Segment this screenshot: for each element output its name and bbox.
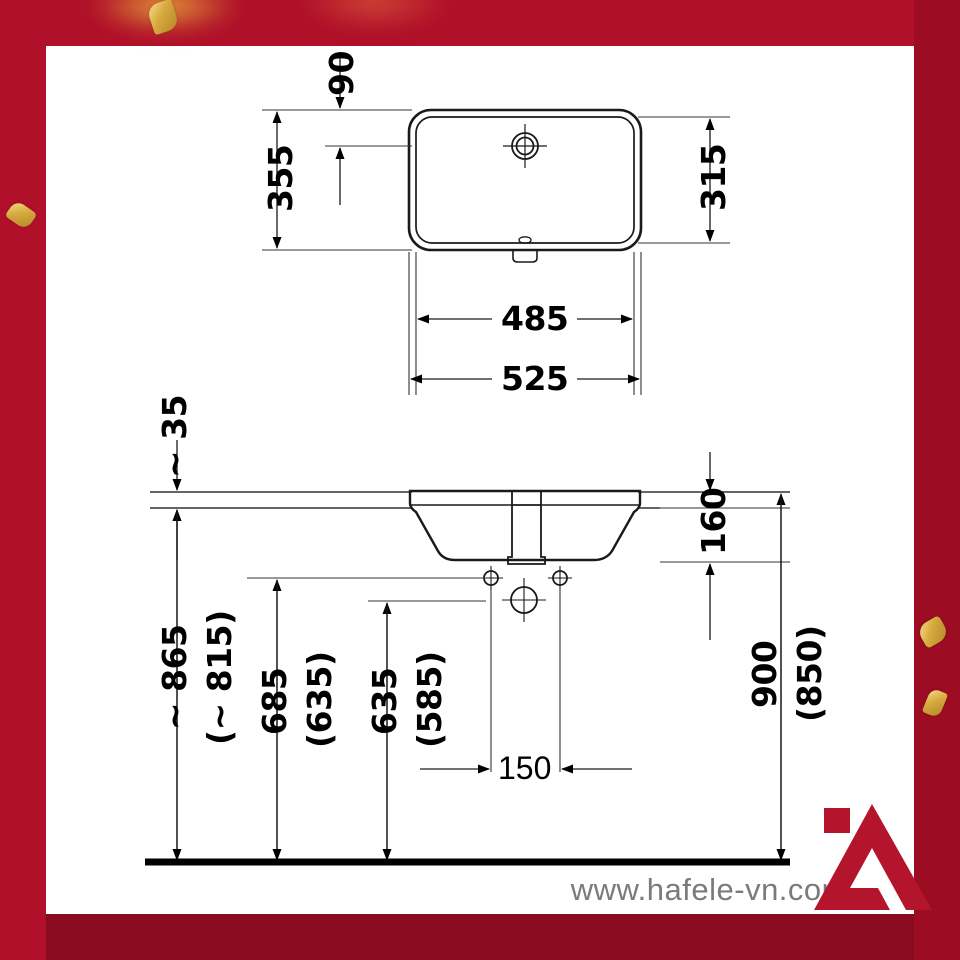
dim-label-35: ~ 35 [155,394,194,478]
dim-label-485: 485 [492,302,578,335]
dim-label-815: (~ 815) [200,610,239,745]
dim-label-90: 90 [322,51,361,96]
frame-left-border [0,0,46,960]
dim-label-150: 150 [498,750,552,786]
frame-right-border [914,0,960,960]
side-view-supply-holes [479,566,572,622]
dim-label-525: 525 [492,362,578,395]
dim-label-160: 160 [694,487,733,555]
top-view-tap-hole [503,124,547,168]
top-view-extension-lines [262,109,730,395]
side-view-overflow-channel [507,491,546,565]
dim-label-635: 635 [365,667,404,735]
website-watermark: www.hafele-vn.com [570,872,848,907]
dim-label-850: (850) [790,625,829,722]
dim-label-635b: (635) [300,651,339,748]
dim-label-355: 355 [261,144,300,212]
dim-label-315: 315 [694,143,733,211]
frame-top-border [0,0,960,46]
side-view-extension-lines [150,491,790,772]
dim-label-585: (585) [410,651,449,748]
dim-label-900: 900 [745,640,784,708]
top-view-overflow-slot [512,236,538,263]
hafele-a-logo [814,804,932,910]
dim-label-865: ~ 865 [155,624,194,730]
side-view-basin-profile [408,489,642,562]
frame-bottom-border [0,914,960,960]
dim-label-685: 685 [255,667,294,735]
